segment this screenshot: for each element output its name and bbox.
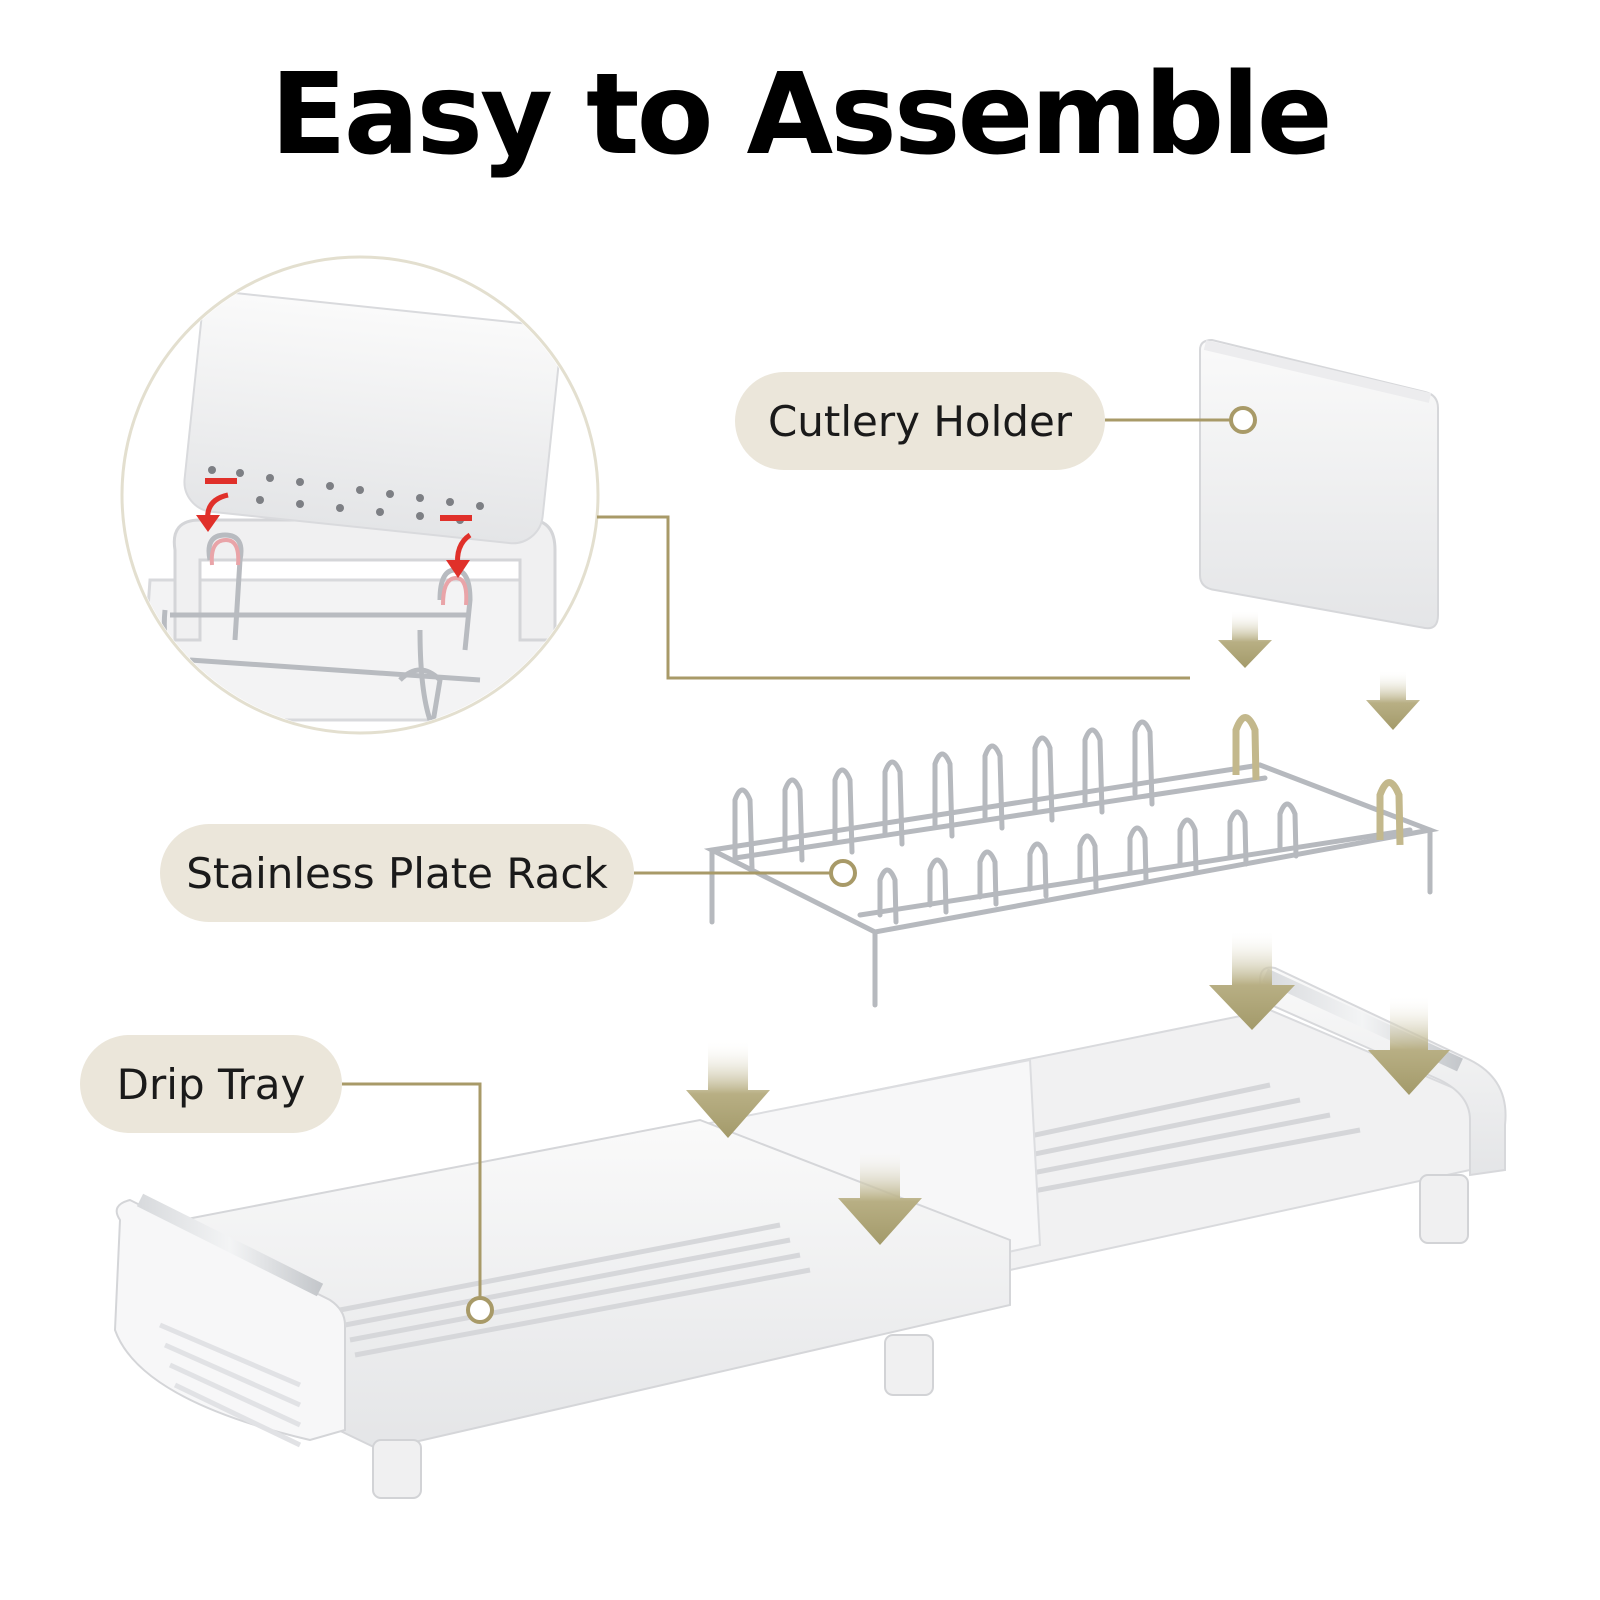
detail-connector-line [597,515,1190,680]
down-arrow-icon [1368,995,1450,1095]
red-curved-arrow-icon [446,532,472,578]
down-arrow-icon [1218,610,1272,668]
drip-tray-callout-line [342,1082,482,1298]
plate-rack-illustration [703,719,1440,1008]
page-title: Easy to Assemble [270,50,1332,180]
down-arrow-icon [1209,930,1295,1030]
detail-zoom-circle [120,255,600,735]
plate-rack-label: Stainless Plate Rack [160,824,634,922]
down-arrow-icon [686,1040,770,1138]
drip-tray-illustration [113,966,1507,1499]
cutlery-holder-illustration [1199,338,1439,630]
callout-dot-icon [466,1296,494,1324]
drip-tray-label: Drip Tray [80,1035,342,1133]
callout-dot-icon [1229,406,1257,434]
down-arrow-icon [1366,670,1420,730]
red-curved-arrow-icon [196,492,229,532]
down-arrow-icon [838,1148,922,1245]
callout-dot-icon [829,859,857,887]
cutlery-holder-label: Cutlery Holder [735,372,1105,470]
